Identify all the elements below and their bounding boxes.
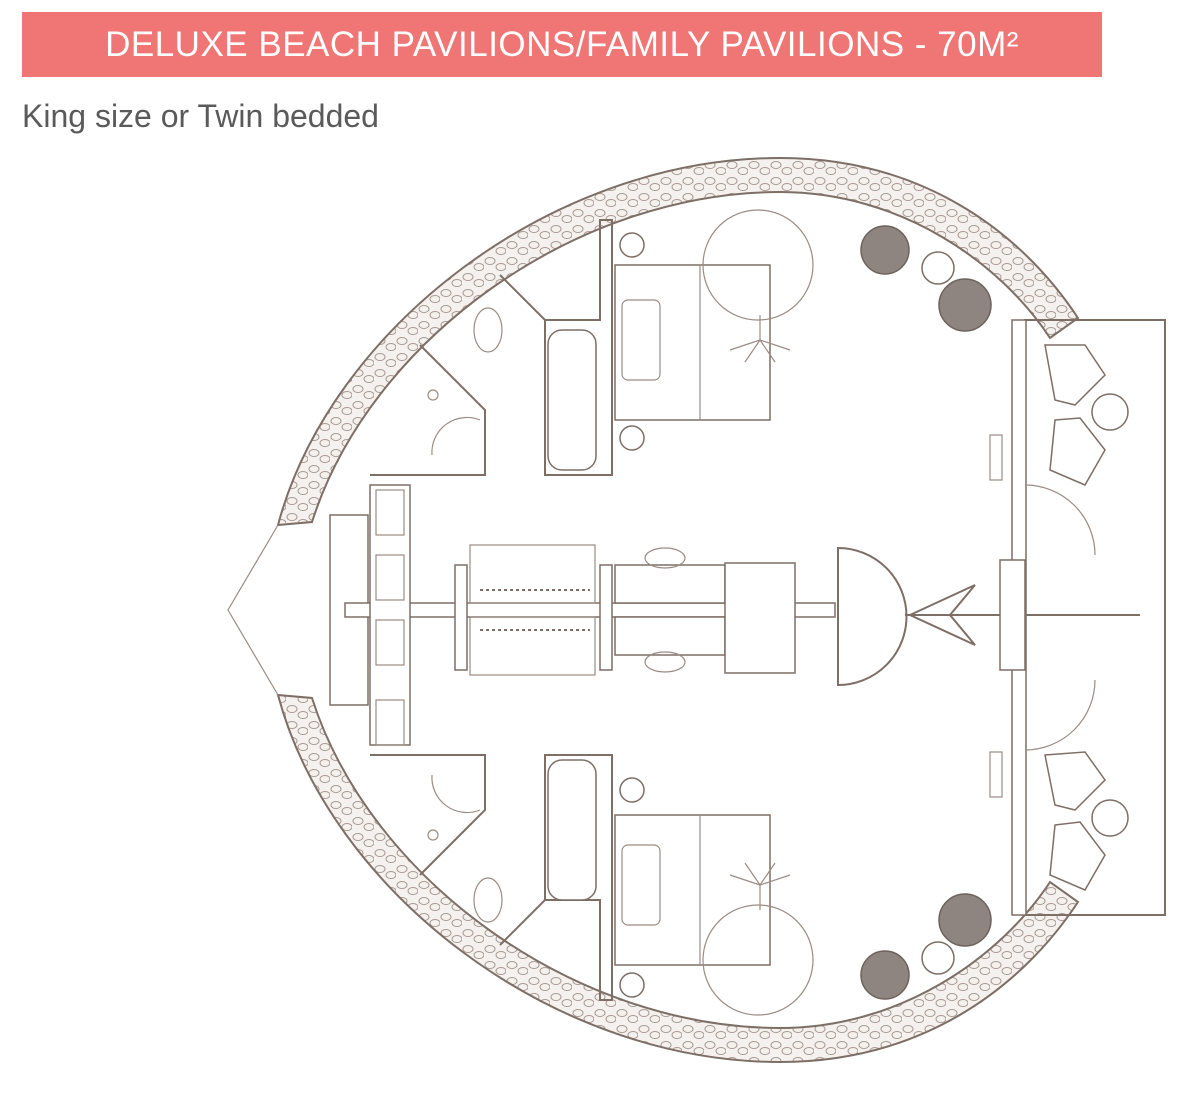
vanity-sinks — [369, 484, 411, 746]
bed-top — [614, 264, 771, 421]
outer-wall-bottom — [276, 693, 1080, 1064]
wardrobe-wall-left — [454, 564, 468, 671]
door-swing-center — [837, 546, 908, 687]
outer-wall-top — [276, 156, 1080, 527]
top-bedroom — [370, 209, 992, 476]
page-title: DELUXE BEACH PAVILIONS/FAMILY PAVILIONS … — [105, 24, 1019, 64]
ceiling-fan-center — [905, 559, 1140, 671]
desks — [614, 547, 796, 674]
wardrobe-wall-right — [599, 564, 613, 671]
bathtub-top — [547, 329, 597, 471]
title-banner: DELUXE BEACH PAVILIONS/FAMILY PAVILIONS … — [22, 12, 1102, 77]
bed-bottom — [614, 814, 771, 966]
deck-loungers — [989, 344, 1129, 891]
room-subtitle: King size or Twin bedded — [22, 98, 379, 134]
bathtub-bottom — [547, 759, 597, 901]
entry-point — [227, 524, 279, 696]
wardrobes — [469, 544, 596, 676]
bottom-bedroom — [370, 754, 992, 1016]
